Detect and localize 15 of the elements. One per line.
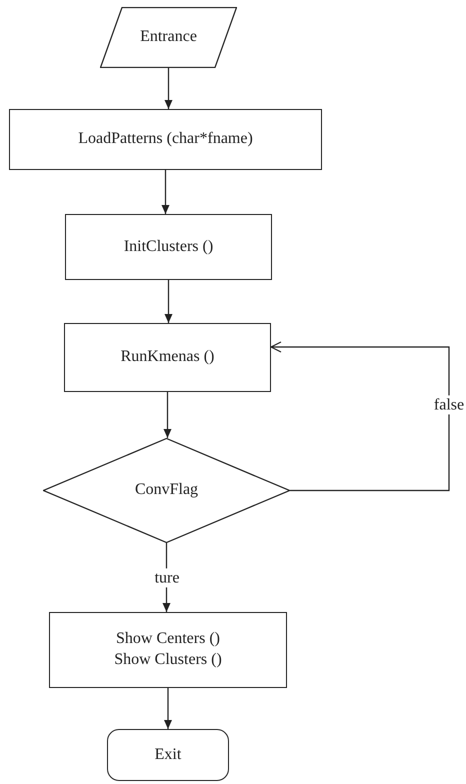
arrow [164, 688, 172, 729]
edge-label: ture [154, 568, 180, 588]
arrow [270, 341, 450, 492]
arrow [164, 68, 172, 109]
process-box: InitClusters () [65, 214, 272, 280]
decision-diamond: ConvFlag [43, 438, 290, 543]
arrow [164, 392, 172, 438]
input-parallelogram: Entrance [100, 7, 237, 68]
process-box: Show Centers () Show Clusters () [49, 612, 287, 688]
edge-label: false [432, 395, 466, 415]
process-box: LoadPatterns (char*fname) [9, 109, 322, 170]
arrow [164, 280, 172, 323]
arrow [162, 170, 170, 214]
terminal-box: Exit [107, 729, 229, 781]
process-box: RunKmenas () [64, 323, 271, 392]
